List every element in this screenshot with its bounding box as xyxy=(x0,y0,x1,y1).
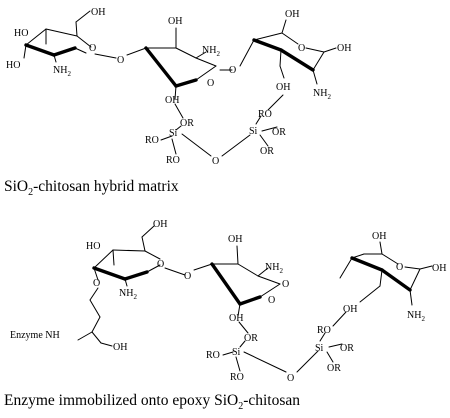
top-ho-label: HO xyxy=(14,28,28,39)
nh-text: NH xyxy=(407,310,421,321)
subscript-2: 2 xyxy=(421,315,425,323)
bottom-or-label: OR xyxy=(340,343,354,354)
bottom-glycosidic-oxygen-label: O xyxy=(184,271,191,282)
top-si-label: Si xyxy=(249,126,258,137)
top-or-label: OR xyxy=(180,118,194,129)
top-ring-1 xyxy=(23,10,117,63)
top-oh-label: OH xyxy=(165,95,179,106)
top-silica-network xyxy=(160,94,284,157)
bottom-ether-oxygen-label: O xyxy=(93,278,100,289)
bottom-structure: OH HO NH2 O O O Enzyme NH OH OH NH2 O O … xyxy=(10,219,446,384)
top-glycosidic-oxygen-label: O xyxy=(229,65,236,76)
bottom-nh2-label: NH2 xyxy=(119,288,137,301)
subscript-2: 2 xyxy=(327,93,331,101)
subscript-2: 2 xyxy=(216,50,220,58)
bottom-oh-label: OH xyxy=(228,234,242,245)
caption-subscript: 2 xyxy=(28,187,33,198)
bottom-silica-network xyxy=(222,311,347,373)
nh-text: NH xyxy=(313,88,327,99)
bottom-si-label: Si xyxy=(315,343,324,354)
caption-part: Enzyme immobilized onto epoxy SiO xyxy=(4,392,238,409)
nh-text: NH xyxy=(202,45,216,56)
top-oh-label: OH xyxy=(168,16,182,27)
top-glycosidic-oxygen-label: O xyxy=(117,55,124,66)
top-oh-label: OH xyxy=(285,9,299,20)
bottom-oh-label: OH xyxy=(113,342,127,353)
subscript-2: 2 xyxy=(133,293,137,301)
caption-part: -chitosan xyxy=(243,392,300,409)
top-caption: SiO2-chitosan hybrid matrix xyxy=(4,178,179,198)
caption-part: -chitosan hybrid matrix xyxy=(33,178,179,195)
bottom-ro-label: RO xyxy=(230,372,244,383)
bottom-nh2-label: NH2 xyxy=(265,262,283,275)
top-ho-label: HO xyxy=(6,60,20,71)
bottom-oh-label: OH xyxy=(372,231,386,242)
top-oh-label: OH xyxy=(337,43,351,54)
bottom-ring-oxygen-label: O xyxy=(157,259,164,270)
top-ro-label: RO xyxy=(258,109,272,120)
bottom-ring-1 xyxy=(77,225,186,347)
top-ring-3 xyxy=(239,19,337,85)
top-oh-label: OH xyxy=(276,82,290,93)
bottom-ring-3 xyxy=(339,241,433,306)
bottom-glycosidic-oxygen-label: O xyxy=(282,279,289,290)
bottom-ro-label: RO xyxy=(317,325,331,336)
bottom-or-label: OR xyxy=(244,333,258,344)
top-ring-oxygen-label: O xyxy=(298,43,305,54)
top-oh-label: OH xyxy=(91,7,105,18)
top-nh2-label: NH2 xyxy=(53,65,71,78)
bottom-si-label: Si xyxy=(232,347,241,358)
bottom-or-label: OR xyxy=(327,363,341,374)
bottom-nh2-label: NH2 xyxy=(407,310,425,323)
top-or-label: OR xyxy=(260,146,274,157)
top-structure: OH HO HO NH2 O O OH NH2 O O OH xyxy=(6,7,351,167)
bottom-oh-label: OH xyxy=(153,219,167,230)
enzyme-label: Enzyme NH xyxy=(10,330,60,341)
top-ring-2 xyxy=(126,27,233,100)
bottom-oh-label: OH xyxy=(432,263,446,274)
bottom-ring-oxygen-label: O xyxy=(268,295,275,306)
bottom-ring-oxygen-label: O xyxy=(396,262,403,273)
top-siloxane-oxygen-label: O xyxy=(212,156,219,167)
subscript-2: 2 xyxy=(279,267,283,275)
top-ro-label: RO xyxy=(166,155,180,166)
bottom-caption: Enzyme immobilized onto epoxy SiO2-chito… xyxy=(4,392,300,412)
bottom-oh-label: OH xyxy=(343,304,357,315)
nh-text: NH xyxy=(119,288,133,299)
bottom-oh-label: OH xyxy=(229,313,243,324)
nh-text: NH xyxy=(53,65,67,76)
nh-text: NH xyxy=(265,262,279,273)
caption-subscript: 2 xyxy=(238,401,243,412)
bottom-siloxane-oxygen-label: O xyxy=(287,373,294,384)
bottom-ro-label: RO xyxy=(206,350,220,361)
caption-part: SiO xyxy=(4,178,28,195)
top-nh2-label: NH2 xyxy=(313,88,331,101)
subscript-2: 2 xyxy=(67,70,71,78)
top-ring-oxygen-label: O xyxy=(207,78,214,89)
bottom-ring-2 xyxy=(193,245,281,317)
top-or-label: OR xyxy=(272,127,286,138)
top-si-label: Si xyxy=(169,128,178,139)
bottom-ho-label: HO xyxy=(86,241,100,252)
top-nh2-label: NH2 xyxy=(202,45,220,58)
top-ro-label: RO xyxy=(145,135,159,146)
top-ring-oxygen-label: O xyxy=(89,43,96,54)
